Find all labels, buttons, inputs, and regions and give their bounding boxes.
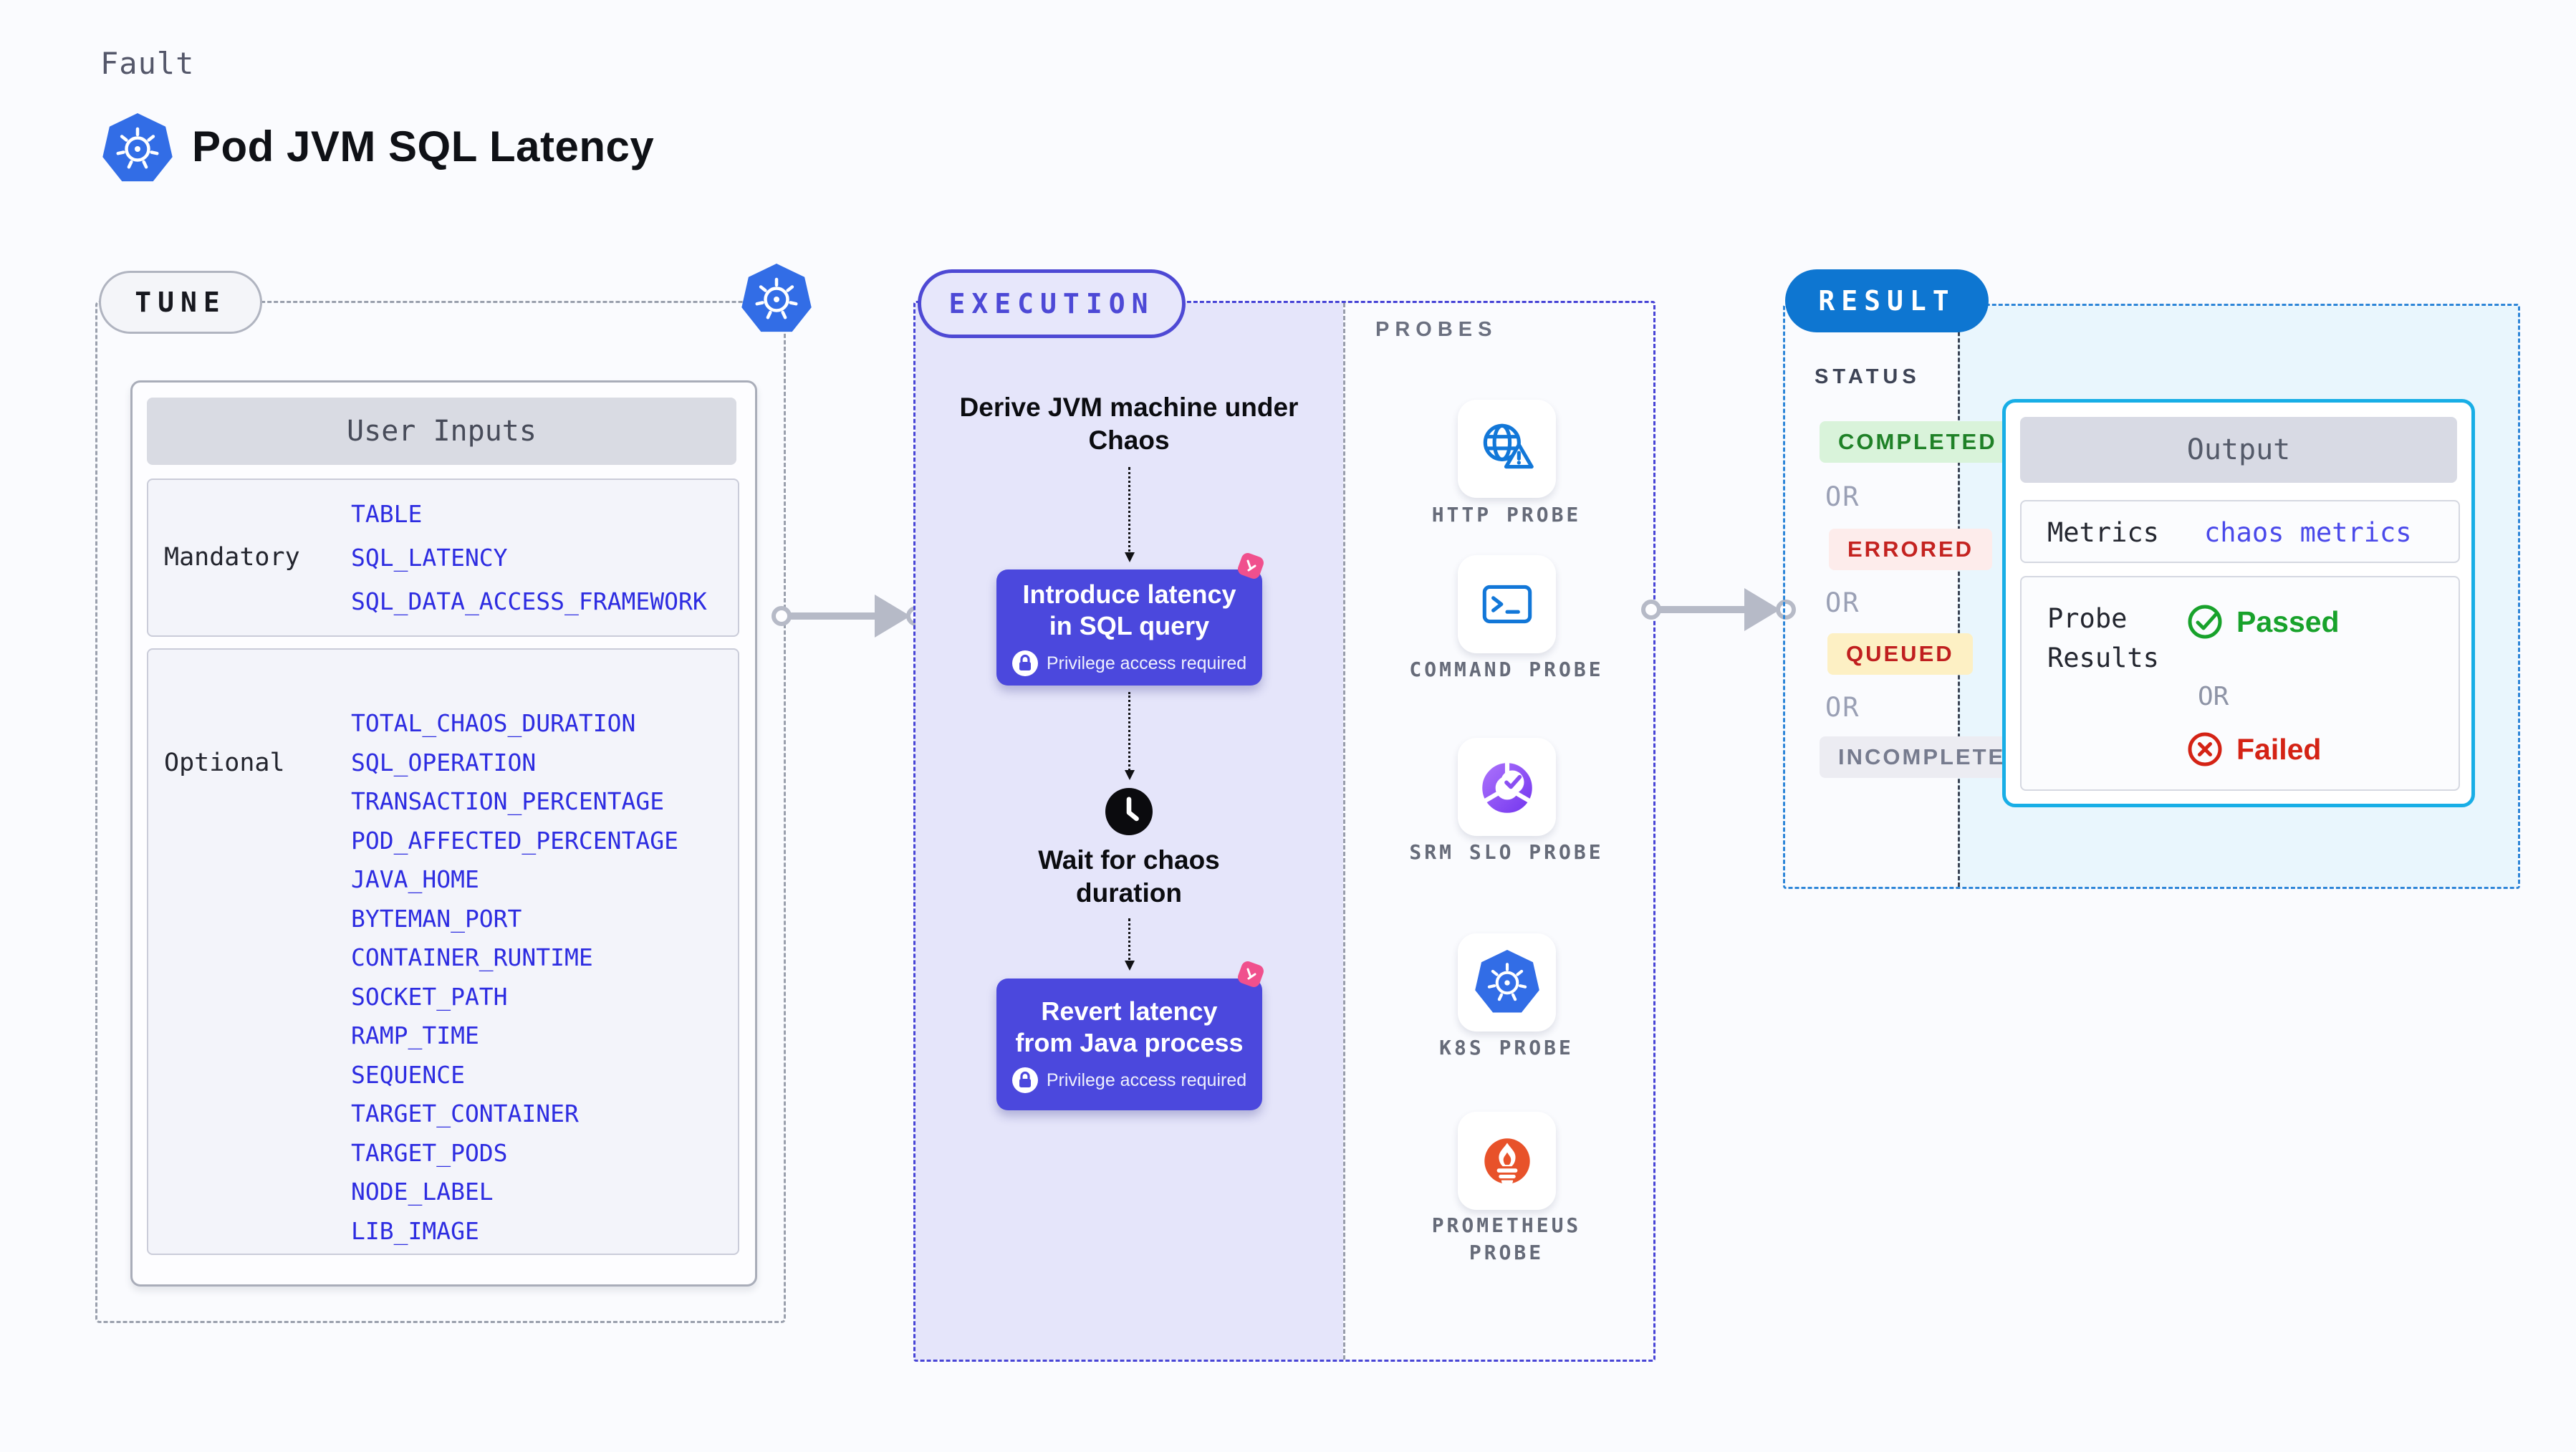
privilege-note: Privilege access required xyxy=(1011,650,1246,676)
input-name: POD_AFFECTED_PERCENTAGE xyxy=(351,826,678,855)
check-circle-icon xyxy=(2188,605,2222,639)
status-badge-completed: COMPLETED xyxy=(1820,421,2016,463)
revert-latency-step: Revert latency from Java process Privile… xyxy=(996,979,1262,1110)
passed-label: Passed xyxy=(2236,605,2340,638)
input-name: SOCKET_PATH xyxy=(351,982,508,1011)
metrics-label: Metrics xyxy=(2047,517,2159,548)
status-badge-errored: ERRORED xyxy=(1829,529,1993,570)
execution-label-pill: EXECUTION xyxy=(918,269,1186,338)
result-label-pill: RESULT xyxy=(1785,269,1989,332)
lock-icon xyxy=(1011,650,1038,676)
optional-input-list: TOTAL_CHAOS_DURATION SQL_OPERATION TRANSAC… xyxy=(351,704,678,1251)
tune-label-pill: TUNE xyxy=(99,271,262,334)
probe-results-row: Probe Results Passed OR Failed xyxy=(2020,576,2460,791)
metrics-value: chaos metrics xyxy=(2204,517,2412,548)
input-name: JAVA_HOME xyxy=(351,865,479,893)
metrics-row: Metrics chaos metrics xyxy=(2020,500,2460,563)
clock-icon xyxy=(1105,788,1153,835)
connector-arrow-down xyxy=(1124,918,1135,971)
http-probe-card xyxy=(1458,400,1556,498)
kubernetes-icon xyxy=(102,113,173,182)
step-derive-jvm: Derive JVM machine under Chaos xyxy=(959,393,1299,455)
kubernetes-icon xyxy=(741,264,812,332)
optional-label: Optional xyxy=(164,749,285,777)
probe-label: K8S PROBE xyxy=(1439,1036,1574,1059)
or-separator: OR xyxy=(2198,682,2229,711)
input-name: CONTAINER_RUNTIME xyxy=(351,943,593,971)
passed-result: Passed xyxy=(2186,603,2340,640)
prometheus-probe-card xyxy=(1458,1112,1556,1210)
tune-section xyxy=(95,301,786,1323)
input-name: TOTAL_CHAOS_DURATION xyxy=(351,709,636,737)
connector-arrow-down xyxy=(1124,467,1135,562)
or-separator: OR xyxy=(1825,481,1860,512)
arrow-execution-to-result xyxy=(1641,588,1796,631)
execution-probes-divider xyxy=(1343,303,1345,1360)
probe-label: HTTP PROBE xyxy=(1431,503,1582,527)
mandatory-row: Mandatory TABLE SQL_LATENCY SQL_DATA_ACCES… xyxy=(147,479,739,637)
status-heading: STATUS xyxy=(1815,365,1921,388)
mandatory-label: Mandatory xyxy=(164,543,300,572)
step-title: Introduce latency in SQL query xyxy=(1022,580,1236,640)
output-header: Output xyxy=(2020,417,2457,483)
input-name: RAMP_TIME xyxy=(351,1021,479,1049)
srm-slo-probe-card xyxy=(1458,738,1556,836)
input-name: SQL_DATA_ACCESS_FRAMEWORK xyxy=(351,587,707,615)
probe-label: COMMAND PROBE xyxy=(1409,658,1604,681)
status-output-divider xyxy=(1958,306,1960,887)
input-name: SEQUENCE xyxy=(351,1060,465,1089)
step-title: Revert latency from Java process xyxy=(1015,996,1244,1057)
probe-results-label: Probe Results xyxy=(2047,603,2159,673)
input-name: BYTEMAN_PORT xyxy=(351,904,522,933)
k8s-probe-card xyxy=(1458,933,1556,1032)
introduce-latency-step: Introduce latency in SQL query Privilege… xyxy=(996,569,1262,686)
probe-label: SRM SLO PROBE xyxy=(1409,840,1604,864)
probes-section-label: PROBES xyxy=(1375,318,1498,341)
step-wait-duration: Wait for chaos duration xyxy=(1038,845,1220,908)
mandatory-input-list: TABLE SQL_LATENCY SQL_DATA_ACCESS_FRAMEWOR… xyxy=(351,492,707,623)
input-name: TARGET_PODS xyxy=(351,1138,508,1167)
privilege-note: Privilege access required xyxy=(1011,1067,1246,1093)
user-inputs-header: User Inputs xyxy=(147,398,736,465)
status-badge-queued: QUEUED xyxy=(1827,633,1973,675)
chaos-badge-icon xyxy=(1238,553,1264,579)
input-name: TRANSACTION_PERCENTAGE xyxy=(351,787,665,815)
input-name: SQL_OPERATION xyxy=(351,748,537,777)
optional-row: Optional TOTAL_CHAOS_DURATION SQL_OPERATI… xyxy=(147,648,739,1255)
x-circle-icon xyxy=(2188,732,2222,766)
probe-label: PROMETHEUS PROBE xyxy=(1431,1213,1582,1264)
globe-alert-icon xyxy=(1483,423,1534,468)
input-name: LIB_IMAGE xyxy=(351,1216,479,1245)
terminal-icon xyxy=(1482,585,1532,623)
failed-result: Failed xyxy=(2186,731,2321,768)
page-title: Pod JVM SQL Latency xyxy=(192,122,655,170)
kubernetes-icon xyxy=(1474,949,1539,1012)
or-separator: OR xyxy=(1825,692,1860,723)
lock-icon xyxy=(1011,1067,1038,1093)
slo-donut-check-icon xyxy=(1481,761,1532,813)
input-name: TABLE xyxy=(351,500,423,528)
arrow-tune-to-execution xyxy=(772,595,926,638)
chaos-badge-icon xyxy=(1238,961,1264,987)
input-name: TARGET_CONTAINER xyxy=(351,1100,579,1128)
output-card: Output Metrics chaos metrics Probe Resul… xyxy=(2002,399,2475,807)
prometheus-flame-icon xyxy=(1484,1138,1530,1186)
input-name: SQL_LATENCY xyxy=(351,544,508,572)
command-probe-card xyxy=(1458,555,1556,653)
or-separator: OR xyxy=(1825,587,1860,618)
connector-arrow-down xyxy=(1124,692,1135,780)
fault-eyebrow: Fault xyxy=(100,46,195,81)
failed-label: Failed xyxy=(2236,732,2322,766)
input-name: NODE_LABEL xyxy=(351,1178,494,1206)
